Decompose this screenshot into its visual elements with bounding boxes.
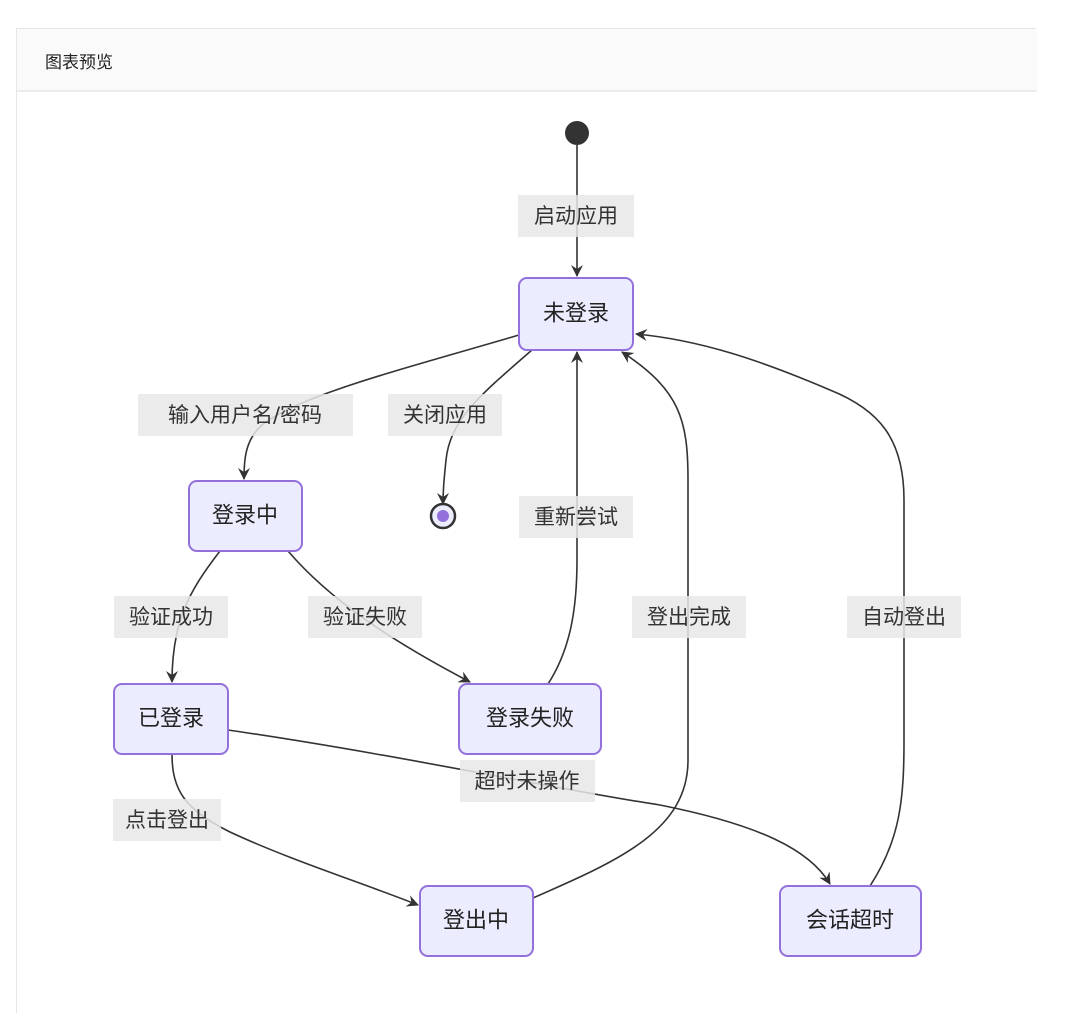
edge-label-start-app: 启动应用 xyxy=(518,195,634,237)
svg-text:超时未操作: 超时未操作 xyxy=(475,769,580,793)
state-logging-in[interactable]: 登录中 xyxy=(188,480,303,552)
start-state-icon xyxy=(565,121,589,145)
svg-text:已登录: 已登录 xyxy=(138,707,204,732)
panel-header: 图表预览 xyxy=(17,29,1037,92)
svg-text:关闭应用: 关闭应用 xyxy=(403,403,487,427)
svg-text:登出完成: 登出完成 xyxy=(647,605,731,629)
edge-logout-done xyxy=(532,351,689,899)
svg-text:未登录: 未登录 xyxy=(543,302,609,327)
svg-text:登出中: 登出中 xyxy=(443,909,509,934)
edge-label-logout-done: 登出完成 xyxy=(632,596,746,638)
state-logged-out[interactable]: 未登录 xyxy=(518,277,634,351)
state-logged-in[interactable]: 已登录 xyxy=(113,683,229,755)
svg-text:输入用户名/密码: 输入用户名/密码 xyxy=(168,403,322,427)
state-session-timeout[interactable]: 会话超时 xyxy=(779,885,922,957)
state-login-failed[interactable]: 登录失败 xyxy=(458,683,602,755)
edge-click-logout xyxy=(171,753,419,907)
edge-label-enter-credentials: 输入用户名/密码 xyxy=(138,394,353,436)
panel-title: 图表预览 xyxy=(45,53,113,73)
svg-text:重新尝试: 重新尝试 xyxy=(534,505,618,529)
state-logging-out[interactable]: 登出中 xyxy=(419,885,534,957)
svg-text:验证成功: 验证成功 xyxy=(129,605,213,629)
svg-text:自动登出: 自动登出 xyxy=(862,605,946,629)
edge-label-close-app: 关闭应用 xyxy=(388,394,502,436)
edge-label-auto-logout: 自动登出 xyxy=(847,596,961,638)
edge-label-verify-success: 验证成功 xyxy=(114,596,228,638)
edge-label-retry: 重新尝试 xyxy=(519,496,633,538)
edge-label-verify-fail: 验证失败 xyxy=(308,596,422,638)
edge-idle-timeout xyxy=(227,729,831,885)
edge-close-app xyxy=(437,349,533,505)
svg-text:会话超时: 会话超时 xyxy=(806,909,894,934)
edge-label-click-logout: 点击登出 xyxy=(113,799,221,841)
svg-text:启动应用: 启动应用 xyxy=(534,204,618,228)
end-state-icon xyxy=(429,502,457,530)
svg-text:登录中: 登录中 xyxy=(212,504,278,529)
svg-text:点击登出: 点击登出 xyxy=(125,808,209,832)
edge-label-idle-timeout: 超时未操作 xyxy=(460,760,595,802)
chart-preview-panel: 图表预览 xyxy=(16,28,1037,1013)
edge-retry xyxy=(547,351,583,685)
svg-text:验证失败: 验证失败 xyxy=(323,605,407,629)
svg-text:登录失败: 登录失败 xyxy=(486,707,574,732)
edge-auto-logout xyxy=(635,329,905,887)
